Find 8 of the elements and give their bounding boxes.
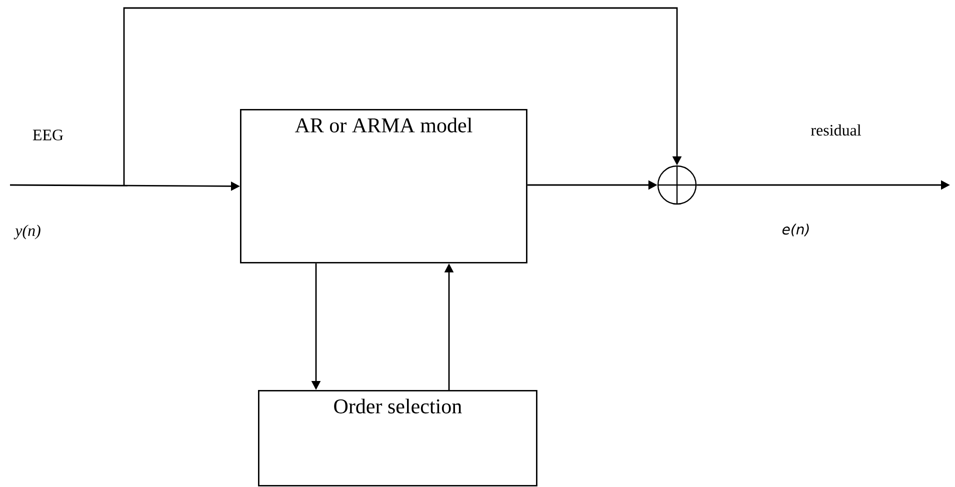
summing-junction: [657, 165, 697, 205]
signal-label: y(n): [14, 224, 40, 240]
process-box: AR or ARMA model: [240, 109, 528, 264]
signal-label: EEG: [32, 130, 64, 140]
process-box: Order selection: [258, 390, 538, 486]
arrow: [123, 7, 682, 185]
signal-label: residual: [811, 124, 862, 136]
signal-label: e(n): [782, 224, 809, 236]
